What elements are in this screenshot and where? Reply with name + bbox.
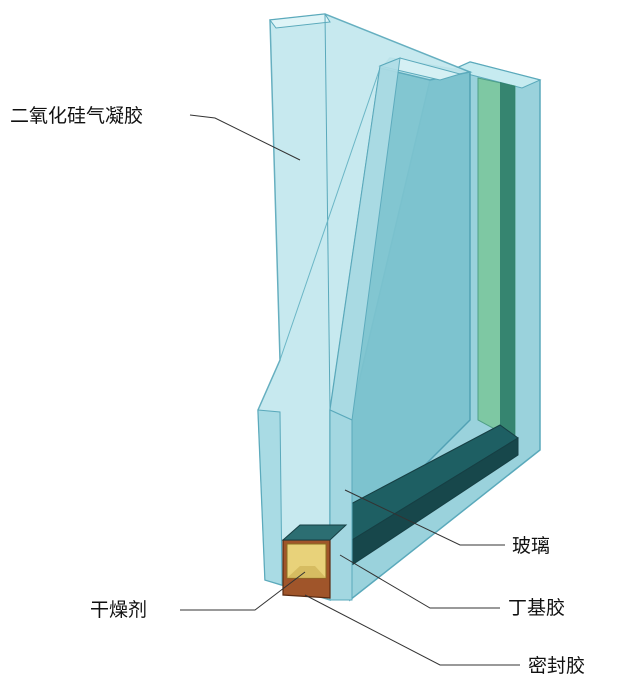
leader-glass: [344, 489, 505, 546]
leader-aerogel: [189, 114, 301, 161]
label-aerogel: 二氧化硅气凝胶: [10, 105, 143, 127]
leader-butyl: [339, 554, 500, 609]
label-glass: 玻璃: [512, 535, 550, 557]
label-desiccant: 干燥剂: [90, 599, 147, 621]
leader-sealant: [304, 594, 520, 666]
edge-cross-section: [281, 524, 348, 599]
label-butyl: 丁基胶: [508, 597, 565, 619]
label-sealant: 密封胶: [528, 655, 585, 677]
leader-lines: [180, 114, 520, 666]
glass-slab: [329, 57, 462, 601]
leader-desiccant: [180, 571, 306, 611]
